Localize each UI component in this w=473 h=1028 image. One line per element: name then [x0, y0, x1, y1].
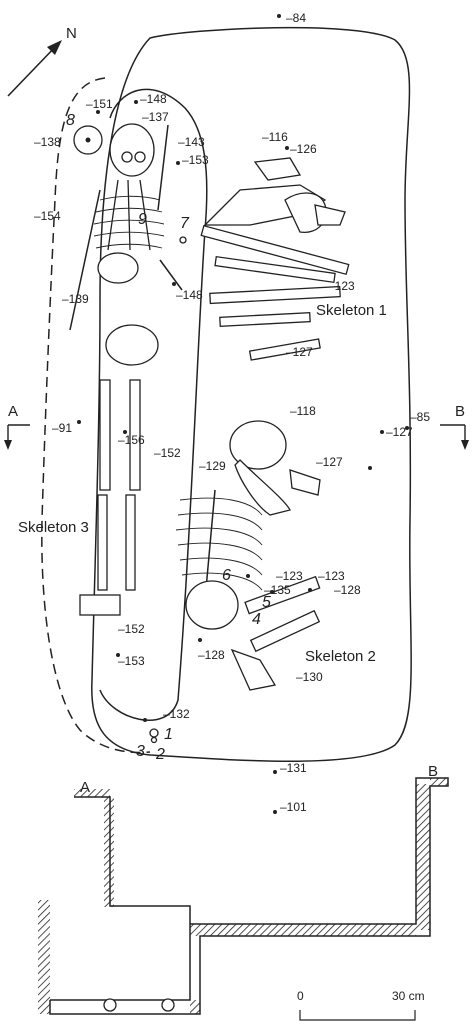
depth-label: –126 — [290, 142, 317, 156]
depth-label: –123 — [276, 569, 303, 583]
profile-b-label: B — [428, 763, 438, 780]
depth-label: –118 — [290, 404, 316, 418]
depth-label: –137 — [142, 110, 169, 124]
skeleton-2-drawing — [175, 420, 321, 691]
depth-label: –131 — [280, 761, 307, 775]
inner-pit-outline — [99, 88, 208, 721]
depth-labels: –84 –151 –148 –137 –138 –143 –153 –116 –… — [34, 11, 430, 814]
depth-label: –127 — [316, 455, 343, 469]
find-number: 7 — [180, 215, 190, 232]
find-numbers: 1 2 3 4 5 6 7 8 9 — [66, 112, 271, 763]
scale-start: 0 — [297, 989, 304, 1003]
depth-label: –123 — [328, 279, 355, 293]
scale-end: 30 cm — [392, 989, 425, 1003]
section-marker-a: A — [4, 403, 30, 450]
skeleton-2-label: Skeleton 2 — [305, 648, 376, 665]
dashed-pit-outline — [41, 77, 151, 754]
skeleton-3-drawing — [69, 123, 183, 616]
depth-label: –153 — [182, 153, 209, 167]
depth-label: –148 — [140, 92, 167, 106]
skeleton-1-label: Skeleton 1 — [316, 302, 387, 319]
depth-label: –101 — [280, 800, 307, 814]
depth-label: –128 — [198, 648, 225, 662]
depth-label: –156 — [118, 433, 145, 447]
depth-label: –154 — [34, 209, 61, 223]
grave-pit-outline — [91, 26, 412, 762]
profile-a-label: A — [80, 779, 90, 796]
depth-points — [77, 14, 409, 814]
skeleton-3-label: Skeleton 3 — [18, 519, 89, 536]
find-objects — [149, 236, 187, 744]
depth-label: –123 — [318, 569, 345, 583]
depth-label: –153 — [118, 654, 145, 668]
find-number: 5 — [262, 594, 271, 611]
find-number: 1 — [164, 726, 173, 743]
depth-label: –91 — [52, 421, 72, 435]
find-number: 6 — [222, 567, 231, 584]
depth-label: –138 — [34, 135, 61, 149]
section-a-label: A — [8, 403, 18, 420]
depth-label: –132 — [163, 707, 190, 721]
depth-label: –152 — [154, 446, 181, 460]
scale-bar: 0 30 cm — [297, 989, 425, 1021]
cross-section-profile: A B — [38, 763, 449, 1015]
find-number: 2 — [155, 746, 165, 763]
depth-label: –148 — [176, 288, 203, 302]
depth-label: –129 — [199, 459, 226, 473]
north-label: N — [66, 25, 77, 42]
find-number: 3 — [136, 743, 145, 760]
section-b-label: B — [455, 403, 465, 420]
depth-label: –84 — [286, 11, 306, 25]
depth-label: –152 — [118, 622, 145, 636]
section-marker-b: B — [440, 403, 469, 450]
depth-label: –151 — [86, 97, 113, 111]
depth-label: –128 — [334, 583, 361, 597]
find-number: 8 — [66, 112, 75, 129]
skeleton-1-drawing — [200, 157, 350, 361]
depth-label: –139 — [62, 292, 89, 306]
north-arrow: N — [7, 25, 77, 97]
depth-label: –127 — [286, 345, 313, 359]
depth-label: –135 — [264, 583, 291, 597]
depth-label: –130 — [296, 670, 323, 684]
find-number: 9 — [138, 211, 147, 228]
depth-label: –143 — [178, 135, 205, 149]
depth-label: –127 — [386, 425, 413, 439]
depth-label: –116 — [262, 130, 288, 144]
find-number: 4 — [252, 611, 261, 628]
depth-label: –85 — [410, 410, 430, 424]
